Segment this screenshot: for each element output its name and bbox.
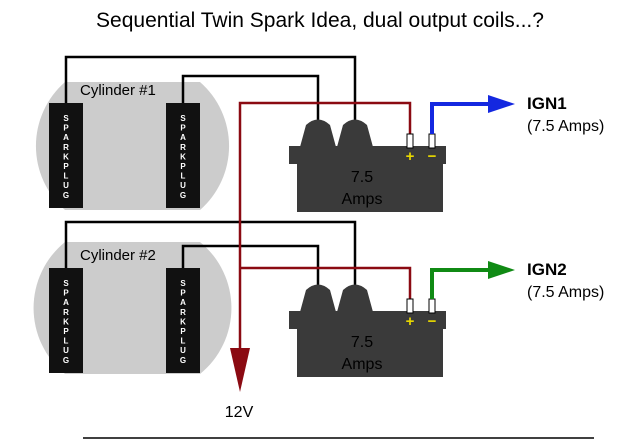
cylinder-2-ht-leads [64, 220, 357, 287]
ign1-arrow [488, 95, 515, 113]
coil-1-tower-right [337, 119, 373, 147]
coil-2-body-top [289, 311, 446, 329]
ign1-wire [430, 102, 490, 134]
supply-arrow [230, 348, 250, 392]
cylinder-2-sparkplug-left [49, 268, 83, 373]
coil-2-body [297, 329, 443, 377]
cylinder-1-label: Cylinder #1 [80, 82, 156, 99]
ign1-label: IGN1 [527, 94, 567, 113]
supply-label: 12V [225, 404, 254, 421]
coil-2-unit: Amps [342, 356, 383, 373]
coil-1-minus-symbol: − [428, 148, 437, 165]
coil-1: + − 7.5 Amps [289, 119, 446, 212]
cylinder-1-sparkplug-left [49, 103, 83, 208]
coil-2-tower-left [300, 284, 336, 312]
diagram-title: Sequential Twin Spark Idea, dual output … [96, 9, 544, 32]
coil-2-terminal-pos [406, 298, 414, 314]
coil-1-plus-symbol: + [406, 148, 415, 165]
coil-1-tower-left [300, 119, 336, 147]
ign2-label: IGN2 [527, 260, 567, 279]
ign1-rating: (7.5 Amps) [527, 118, 604, 135]
coil-2-minus-symbol: − [428, 313, 437, 330]
cylinder-1-ht-leads [64, 55, 357, 122]
cylinder-2-sparkplug-right [166, 268, 200, 373]
coil-1-body-top [289, 146, 446, 164]
ign2-arrow [488, 261, 515, 279]
coil-1-unit: Amps [342, 191, 383, 208]
coil-2-terminal-neg [428, 298, 436, 314]
coil-1-terminal-pos [406, 133, 414, 149]
coil-2-tower-right [337, 284, 373, 312]
cylinder-1-sparkplug-right [166, 103, 200, 208]
coil-1-terminal-neg [428, 133, 436, 149]
ign2-wire [430, 268, 490, 299]
cylinder-2-label: Cylinder #2 [80, 247, 156, 264]
ign2-rating: (7.5 Amps) [527, 284, 604, 301]
supply-12v-wires [238, 101, 412, 350]
coil-2-plus-symbol: + [406, 313, 415, 330]
coil-1-body [297, 164, 443, 212]
coil-2-value: 7.5 [351, 334, 373, 351]
coil-2: + − 7.5 Amps [289, 284, 446, 377]
coil-1-value: 7.5 [351, 169, 373, 186]
